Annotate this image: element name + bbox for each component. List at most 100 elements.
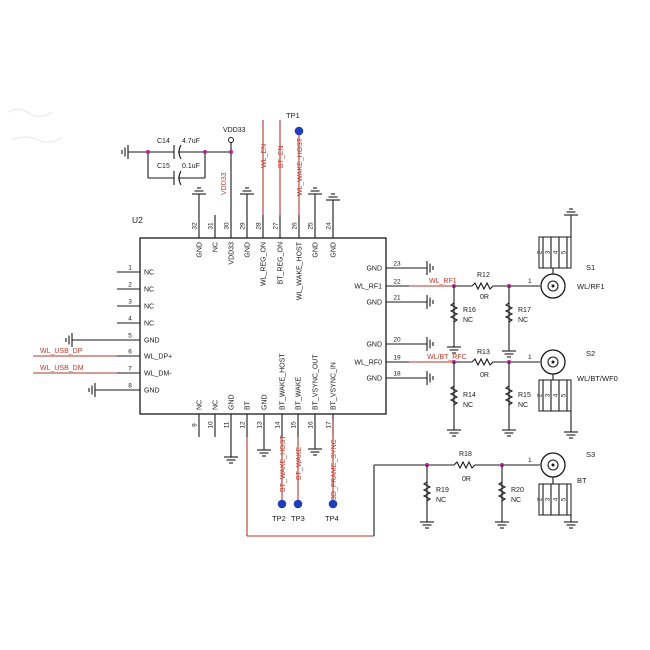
u2-pin-10-name: NC xyxy=(213,400,220,410)
pin16-ground-icon xyxy=(307,448,323,456)
cap-gnd-junction-dot xyxy=(146,150,150,154)
u2-pin-31-number: 31 xyxy=(208,222,215,230)
s2-pin1-number: 1 xyxy=(528,354,532,361)
u2-pin-31-name: NC xyxy=(213,242,220,252)
vdd33-top-label: VDD33 xyxy=(223,127,246,134)
tp2-label: TP2 xyxy=(272,514,286,523)
s1-ground-icon xyxy=(563,208,579,216)
r18-value: 0R xyxy=(462,476,471,483)
r16-value: NC xyxy=(463,317,473,324)
r20-ground-icon xyxy=(494,521,510,529)
pin25-ground-icon xyxy=(307,187,323,195)
r20-ref: R20 xyxy=(511,487,524,494)
tp1-label: TP1 xyxy=(286,111,300,120)
u2-pin-26-number: 26 xyxy=(292,222,299,230)
u2-pin-21-number: 21 xyxy=(393,295,401,302)
r16-resistor xyxy=(449,302,459,323)
u2-pin-24-number: 24 xyxy=(326,222,333,230)
s1-name-label: WL/RF1 xyxy=(577,282,605,291)
pin18-ground-icon xyxy=(426,370,434,386)
u2-pin-14-name: BT_WAKE_HOST xyxy=(280,353,287,410)
r14-value: NC xyxy=(463,402,473,409)
u2-pin-22-number: 22 xyxy=(393,279,401,286)
u2-pin-23-name: GND xyxy=(366,266,382,273)
u2-pin-6-number: 6 xyxy=(128,349,132,356)
s3-pin1-number: 1 xyxy=(528,457,532,464)
u2-pin-27-name: BT_REG_ON xyxy=(278,242,285,284)
s2-side-pin-2-number: 2 xyxy=(538,393,544,397)
u2-pin-28-name: WL_REG_ON xyxy=(261,242,268,286)
r19-ground-icon xyxy=(419,521,435,529)
u2-pin-26-name: WL_WAKE_HOST xyxy=(297,241,304,300)
tp4-label: TP4 xyxy=(325,514,339,523)
tp4-test-point xyxy=(328,499,338,509)
u2-pin-4-name: NC xyxy=(144,321,154,328)
u2-pin-13-number: 13 xyxy=(257,421,264,429)
c14-ref: C14 xyxy=(157,138,170,145)
tp1-test-point xyxy=(294,126,304,136)
s1-side-pin-3-number: 3 xyxy=(546,250,552,254)
u2-pin-16-name: BT_VSYNC_OUT xyxy=(313,354,320,410)
u2-pin-25-number: 25 xyxy=(308,222,315,230)
bt-wake-host-label: BT_WAKE_HOST xyxy=(280,435,287,492)
u2-pin-3-number: 3 xyxy=(128,299,132,306)
s2-connector-center xyxy=(551,360,555,364)
s1-connector-center xyxy=(551,284,555,288)
s1-side-pin-5-number: 5 xyxy=(562,250,568,254)
r15-value: NC xyxy=(518,402,528,409)
c15-value: 0.1uF xyxy=(182,163,200,170)
s2-ground-icon xyxy=(563,431,579,439)
u2-pin-24-name: GND xyxy=(331,242,338,258)
c14-value: 4.7uF xyxy=(182,138,200,145)
u2-pin-12-number: 12 xyxy=(240,421,247,429)
u2-pin-17-name: BT_VSYNC_IN xyxy=(331,362,338,410)
frame-sync-label: 3D_FRAME_SYNC xyxy=(331,439,338,500)
u2-pin-20-number: 20 xyxy=(393,337,401,344)
s2-name-label: WL/BT/WF0 xyxy=(577,374,618,383)
r20-resistor xyxy=(497,481,507,502)
u2-pin-6-name: WL_DP+ xyxy=(144,354,172,361)
u2-pin-2-number: 2 xyxy=(128,282,132,289)
u2-pin-15-name: BT_WAKE xyxy=(296,376,303,410)
s1-side-pin-2-number: 2 xyxy=(538,250,544,254)
r14-resistor xyxy=(449,385,459,406)
vdd33-vertical-label: VDD33 xyxy=(221,172,228,195)
s1-side-pin-box xyxy=(538,236,572,269)
pin24-ground-icon xyxy=(325,193,341,201)
r17-ref: R17 xyxy=(518,307,531,314)
cap-junction-dot xyxy=(203,150,207,154)
r20-value: NC xyxy=(511,497,521,504)
tp3-test-point xyxy=(293,499,303,509)
u2-pin-7-name: WL_DM- xyxy=(144,371,172,378)
u2-pin-25-name: GND xyxy=(313,242,320,258)
u2-pin-18-number: 18 xyxy=(393,371,401,378)
u2-pin-4-number: 4 xyxy=(128,316,132,323)
pin20-ground-icon xyxy=(426,336,434,352)
s3-side-pin-3-number: 3 xyxy=(546,497,552,501)
s3-connector-center xyxy=(551,463,555,467)
u2-pin-19-number: 19 xyxy=(393,355,401,362)
s3-ground-icon xyxy=(563,521,579,529)
s2-side-pin-3-number: 3 xyxy=(546,393,552,397)
vdd33-junction-dot xyxy=(229,150,233,154)
s1-pin1-number: 1 xyxy=(528,278,532,285)
bt-wake-label: BT_WAKE xyxy=(296,446,303,480)
s3-name-label: BT xyxy=(577,476,587,485)
u2-pin-9-name: NC xyxy=(197,400,204,410)
u2-pin-7-number: 7 xyxy=(128,366,132,373)
u2-pin-29-name: GND xyxy=(245,242,252,258)
vdd33-power-icon xyxy=(228,137,234,143)
r19-resistor xyxy=(422,481,432,502)
c15-ref: C15 xyxy=(157,163,170,170)
u2-pin-3-name: NC xyxy=(144,304,154,311)
r16-ground-icon xyxy=(446,346,462,354)
r13-resistor xyxy=(471,357,494,367)
r18-ref: R18 xyxy=(459,451,472,458)
r12-value: 0R xyxy=(480,294,489,301)
u2-pin-22-name: WL_RF1 xyxy=(354,284,382,291)
usb-dp-label: WL_USB_DP xyxy=(40,348,83,355)
r12-ref: R12 xyxy=(477,272,490,279)
r13-ref: R13 xyxy=(477,349,490,356)
r15-ref: R15 xyxy=(518,392,531,399)
